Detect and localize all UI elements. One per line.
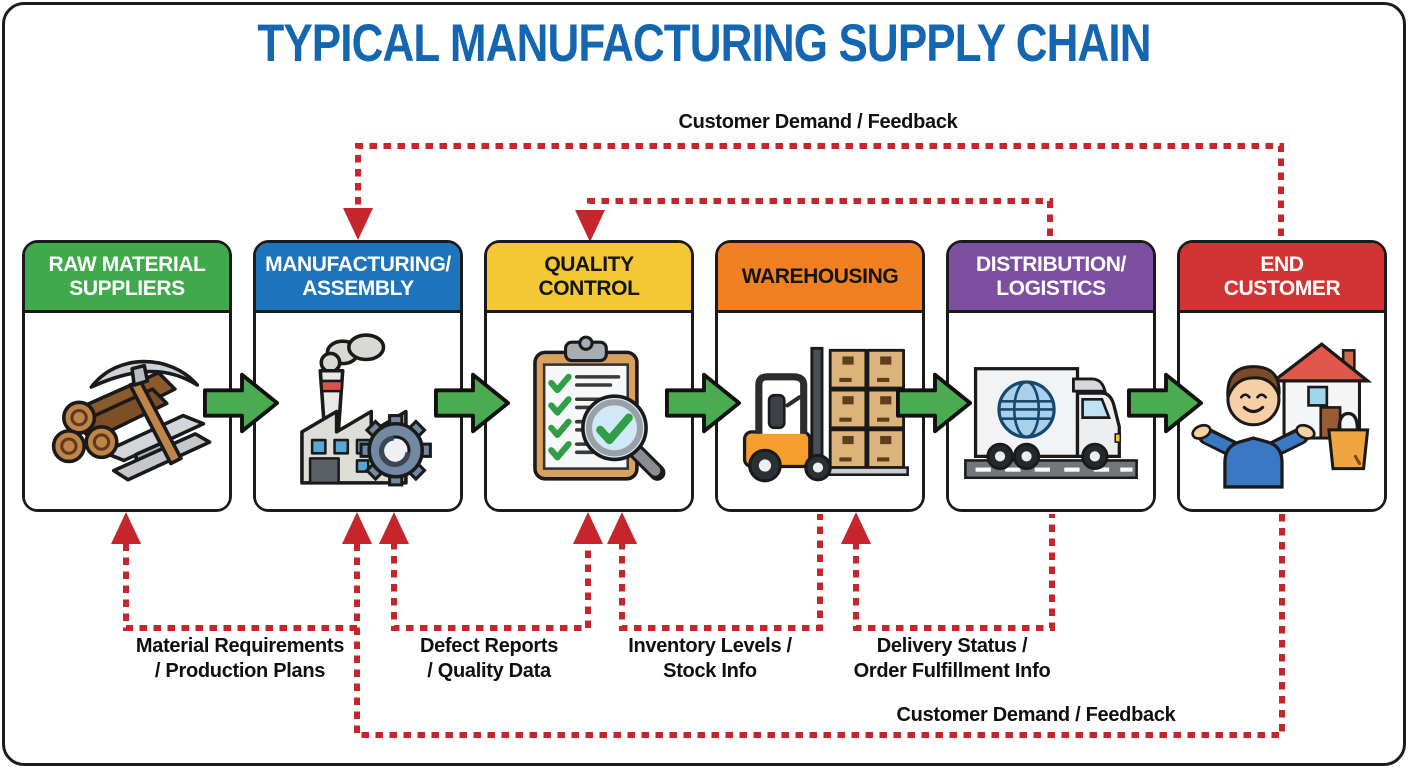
defect-reports-line (391, 542, 591, 631)
arrowhead-down-qc-top (575, 210, 605, 242)
delivery-status-label: Delivery Status / Order Fulfillment Info (853, 635, 1051, 682)
forklift-boxes-icon (742, 346, 909, 483)
flow-arrow-5 (1127, 372, 1204, 434)
gear-glyph (359, 414, 432, 487)
top-feedback-label: Customer Demand / Feedback (678, 111, 958, 133)
arrowhead-up-manufacturing-bottom-1 (342, 512, 372, 544)
stage-raw-material-suppliers: RAW MATERIAL SUPPLIERS (22, 240, 232, 512)
stage-warehousing: WAREHOUSING (715, 240, 925, 512)
stage-header-warehousing: WAREHOUSING (718, 243, 922, 313)
stage-distribution-logistics: DISTRIBUTION/ LOGISTICS (946, 240, 1156, 512)
arrowhead-up-rawmaterial-bottom (111, 512, 141, 544)
checklist-magnifier-icon (533, 335, 666, 481)
inventory-levels-label: Inventory Levels / Stock Info (628, 635, 792, 682)
stage-body-warehousing (718, 313, 922, 509)
defect-reports-label: Defect Reports / Quality Data (419, 635, 559, 682)
stage-body-manufacturing (256, 313, 460, 509)
stage-header-raw-material: RAW MATERIAL SUPPLIERS (25, 243, 229, 313)
globe-glyph (997, 380, 1056, 439)
stage-body-raw-material (25, 313, 229, 509)
distribution-to-qc-line (587, 198, 1053, 236)
flow-arrow-4 (896, 372, 973, 434)
inventory-levels-line (619, 514, 823, 631)
factory-gear-icon (300, 333, 432, 487)
stage-body-end-customer (1180, 313, 1384, 509)
stage-end-customer: END CUSTOMER (1177, 240, 1387, 512)
arrowhead-up-manufacturing-bottom-2 (379, 512, 409, 544)
stage-header-end-customer: END CUSTOMER (1180, 243, 1384, 313)
bottom-customer-feedback-line (354, 514, 1285, 738)
flow-arrow-1 (203, 372, 280, 434)
arrowhead-up-qc-bottom-1 (573, 512, 603, 544)
stage-header-distribution: DISTRIBUTION/ LOGISTICS (949, 243, 1153, 313)
flow-arrow-3 (665, 372, 742, 434)
stage-body-quality-control (487, 313, 691, 509)
bottom-feedback-label: Customer Demand / Feedback (896, 704, 1176, 726)
arrowhead-up-warehousing-bottom (841, 512, 871, 544)
flow-arrow-2 (434, 372, 511, 434)
stage-quality-control: QUALITY CONTROL (484, 240, 694, 512)
stage-header-quality-control: QUALITY CONTROL (487, 243, 691, 313)
diagram-title: TYPICAL MANUFACTURING SUPPLY CHAIN (257, 13, 1151, 73)
material-requirements-label: Material Requirements / Production Plans (135, 635, 345, 682)
arrowhead-down-manufacturing-top (343, 208, 373, 240)
logs-pickaxe-steel-icon (51, 359, 212, 482)
top-customer-feedback-line (355, 143, 1284, 236)
material-requirements-line (123, 542, 357, 631)
stage-manufacturing-assembly: MANUFACTURING/ ASSEMBLY (253, 240, 463, 512)
delivery-status-line (853, 514, 1055, 631)
globe-truck-icon (964, 367, 1138, 480)
stage-header-manufacturing: MANUFACTURING/ ASSEMBLY (256, 243, 460, 313)
arrowhead-up-qc-bottom-2 (607, 512, 637, 544)
stage-body-distribution (949, 313, 1153, 509)
customer-house-bag-icon (1191, 342, 1373, 489)
